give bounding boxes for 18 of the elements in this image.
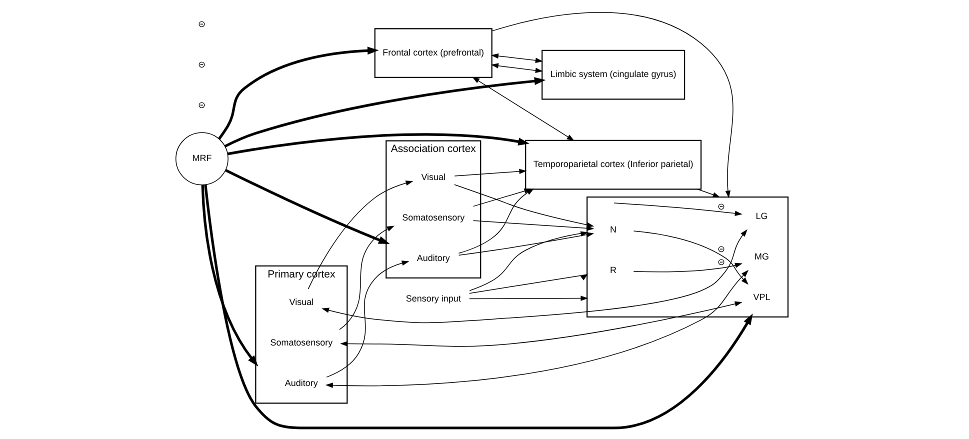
node-text: MG — [754, 251, 769, 262]
node-text: Visual — [420, 172, 446, 182]
label: ⊝ — [197, 100, 206, 110]
edge-label: ⊝ — [716, 244, 725, 254]
edge-label: ⊝ — [716, 201, 725, 212]
label: ⊝ — [197, 18, 206, 29]
node-text: N — [610, 224, 616, 234]
node-text: Sensory input — [405, 293, 460, 304]
node-text: VPL — [752, 292, 770, 302]
node-text: Auditory — [284, 378, 318, 388]
label: ⊝ — [197, 59, 206, 70]
node-text: LG — [755, 210, 768, 221]
node-text: Visual — [288, 297, 314, 308]
node-text: Somatosensory — [270, 338, 332, 348]
edge-label: ⊝ — [716, 256, 725, 267]
node-text: Somatosensory — [402, 212, 464, 222]
node-text: Auditory — [416, 252, 450, 263]
node-text: R — [610, 264, 616, 275]
